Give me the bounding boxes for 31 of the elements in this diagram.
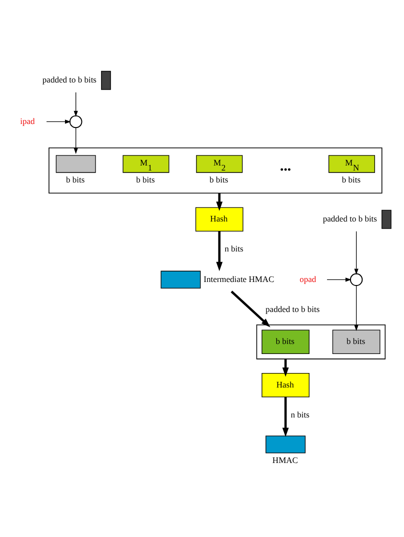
node-circle [350,273,363,286]
edge-label: n bits [224,244,244,254]
node-label: b bits [342,174,361,185]
node-box: b bits [262,330,310,354]
arrow [326,278,352,282]
arrow [216,231,223,272]
node-box: Hash [195,207,244,232]
edge-label: padded to b bits [266,304,320,314]
node-label: padded to b bits [42,74,97,85]
node-label: b bits [66,174,85,185]
node-label: HMAC [272,455,298,466]
arrow [230,290,270,328]
edge-label: n bits [290,410,310,420]
arrow [46,120,71,124]
node-text: opad [300,274,316,284]
arrow [354,231,358,275]
node-circle [69,115,82,128]
arrow [282,358,289,377]
node-label: padded to b bits [322,214,377,224]
node-label: b bits [136,174,155,185]
node-box: b bits [332,330,380,354]
arrow [216,193,223,211]
node-box: Hash [262,373,310,398]
arrow [74,92,78,117]
node-label: b bits [210,174,228,185]
arrow [282,397,289,437]
label: ••• [280,165,292,176]
node-text: ipad [20,116,35,126]
arrow [74,127,78,154]
arrow [354,285,358,331]
node-label: Intermediate HMAC [204,274,274,284]
